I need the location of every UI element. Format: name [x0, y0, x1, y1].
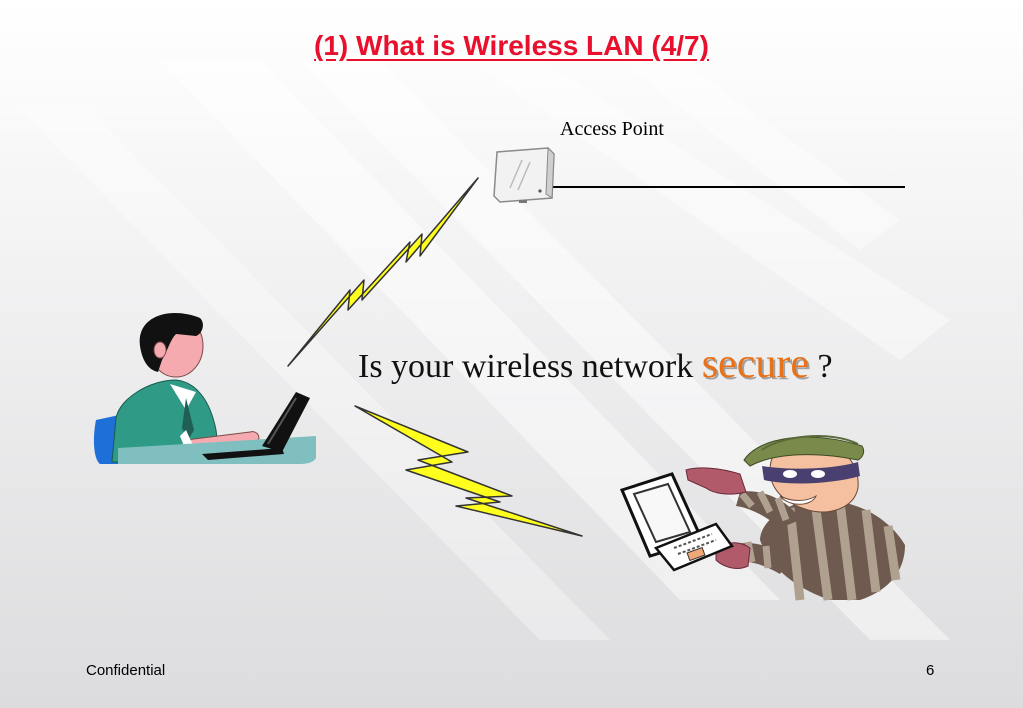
- access-point-label: Access Point: [560, 118, 664, 140]
- question-suffix: ?: [817, 348, 833, 385]
- slide-title: (1) What is Wireless LAN (4/7): [314, 30, 709, 61]
- footer-confidential: Confidential: [86, 662, 166, 679]
- access-point-icon: [493, 146, 555, 203]
- page-number: 6: [926, 662, 935, 679]
- lightning-bolt-icon: [287, 177, 479, 367]
- lightning-bolt-icon-lower: [354, 405, 583, 537]
- thief-with-laptop-icon: [619, 435, 905, 601]
- question-emphasis: secure: [701, 341, 809, 387]
- user-at-laptop-icon: [93, 313, 316, 464]
- question-prefix: Is your wireless network: [358, 348, 694, 385]
- question-text: Is your wireless network secure ?: [358, 340, 833, 388]
